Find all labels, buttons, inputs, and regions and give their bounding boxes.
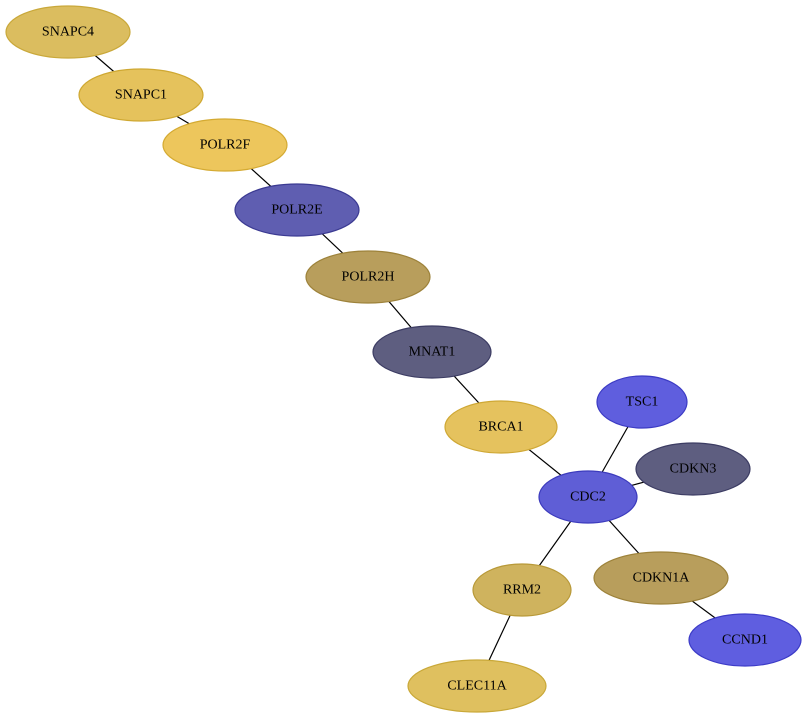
node-rrm2[interactable]: RRM2: [472, 563, 572, 617]
node-cdkn1a[interactable]: CDKN1A: [593, 551, 729, 605]
node-brca1[interactable]: BRCA1: [444, 400, 558, 454]
node-label: CDKN1A: [633, 571, 691, 586]
node-label: SNAPC1: [115, 88, 167, 103]
node-snapc4[interactable]: SNAPC4: [5, 5, 131, 59]
node-ellipse[interactable]: [78, 68, 204, 122]
node-ellipse[interactable]: [635, 442, 751, 496]
node-polr2f[interactable]: POLR2F: [162, 118, 288, 172]
node-ellipse[interactable]: [688, 613, 802, 667]
node-label: CDC2: [570, 490, 606, 505]
node-label: CLEC11A: [447, 679, 507, 694]
node-mnat1[interactable]: MNAT1: [372, 325, 492, 379]
node-ellipse[interactable]: [444, 400, 558, 454]
node-ellipse[interactable]: [372, 325, 492, 379]
node-label: BRCA1: [478, 420, 523, 435]
node-cdc2[interactable]: CDC2: [538, 470, 638, 524]
node-ellipse[interactable]: [162, 118, 288, 172]
node-label: POLR2F: [200, 138, 251, 153]
node-ellipse[interactable]: [305, 250, 431, 304]
node-ellipse[interactable]: [5, 5, 131, 59]
node-ellipse[interactable]: [593, 551, 729, 605]
node-ellipse[interactable]: [472, 563, 572, 617]
node-label: CCND1: [722, 633, 768, 648]
node-polr2e[interactable]: POLR2E: [234, 183, 360, 237]
node-label: SNAPC4: [42, 25, 94, 40]
node-ellipse[interactable]: [538, 470, 638, 524]
node-ellipse[interactable]: [407, 659, 547, 713]
node-label: MNAT1: [409, 345, 456, 360]
node-clec11a[interactable]: CLEC11A: [407, 659, 547, 713]
node-label: TSC1: [626, 395, 659, 410]
node-label: POLR2H: [342, 270, 395, 285]
node-ellipse[interactable]: [596, 375, 688, 429]
node-ellipse[interactable]: [234, 183, 360, 237]
node-snapc1[interactable]: SNAPC1: [78, 68, 204, 122]
node-cdkn3[interactable]: CDKN3: [635, 442, 751, 496]
node-ccnd1[interactable]: CCND1: [688, 613, 802, 667]
node-label: RRM2: [503, 583, 541, 598]
node-polr2h[interactable]: POLR2H: [305, 250, 431, 304]
node-tsc1[interactable]: TSC1: [596, 375, 688, 429]
node-label: POLR2E: [271, 203, 322, 218]
node-label: CDKN3: [670, 462, 717, 477]
